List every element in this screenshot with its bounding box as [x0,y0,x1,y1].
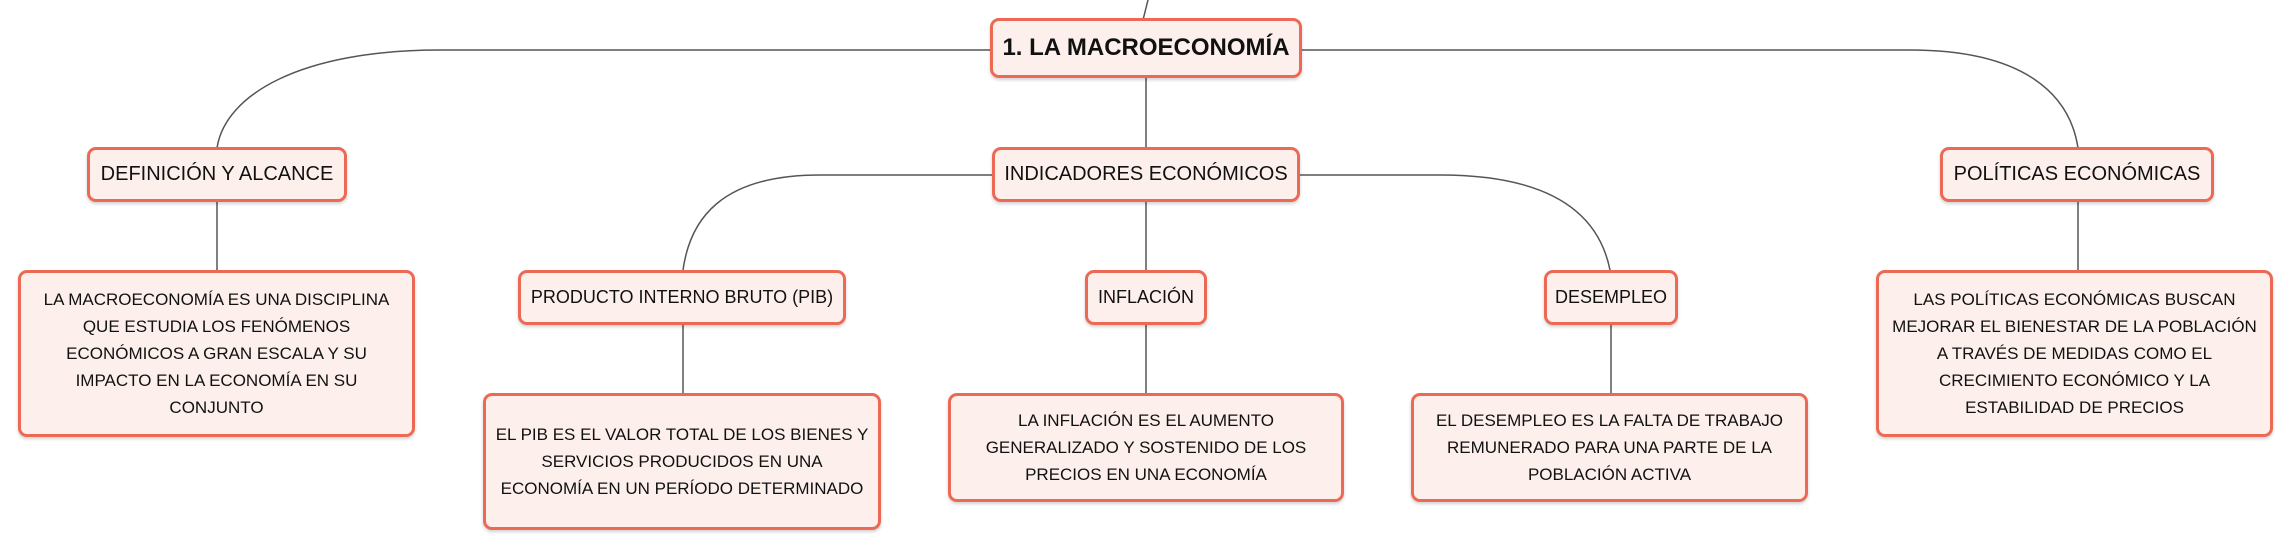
connector-indicadores-desempleo [1300,174,1611,271]
branch-politicas-economicas[interactable]: POLÍTICAS ECONÓMICAS [1940,147,2214,202]
connector-root-definicion [216,49,990,149]
topic-desempleo[interactable]: DESEMPLEO [1544,270,1678,325]
branch-definicion-alcance[interactable]: DEFINICIÓN Y ALCANCE [87,147,347,202]
branch-indicadores-economicos[interactable]: INDICADORES ECONÓMICOS [992,147,1300,202]
topic-pib[interactable]: PRODUCTO INTERNO BRUTO (PIB) [518,270,846,325]
root-topic[interactable]: 1. LA MACROECONOMÍA [990,18,1302,78]
connector-root-parent [1142,0,1149,21]
topic-inflacion[interactable]: INFLACIÓN [1085,270,1207,325]
description-pib[interactable]: EL PIB ES EL VALOR TOTAL DE LOS BIENES Y… [483,393,881,530]
description-desempleo[interactable]: EL DESEMPLEO ES LA FALTA DE TRABAJO REMU… [1411,393,1808,502]
connector-root-politicas [1302,49,2079,149]
description-definicion-alcance[interactable]: LA MACROECONOMÍA ES UNA DISCIPLINA QUE E… [18,270,415,437]
connector-indicadores-pib [682,174,992,271]
description-politicas-economicas[interactable]: LAS POLÍTICAS ECONÓMICAS BUSCAN MEJORAR … [1876,270,2273,437]
description-inflacion[interactable]: LA INFLACIÓN ES EL AUMENTO GENERALIZADO … [948,393,1344,502]
